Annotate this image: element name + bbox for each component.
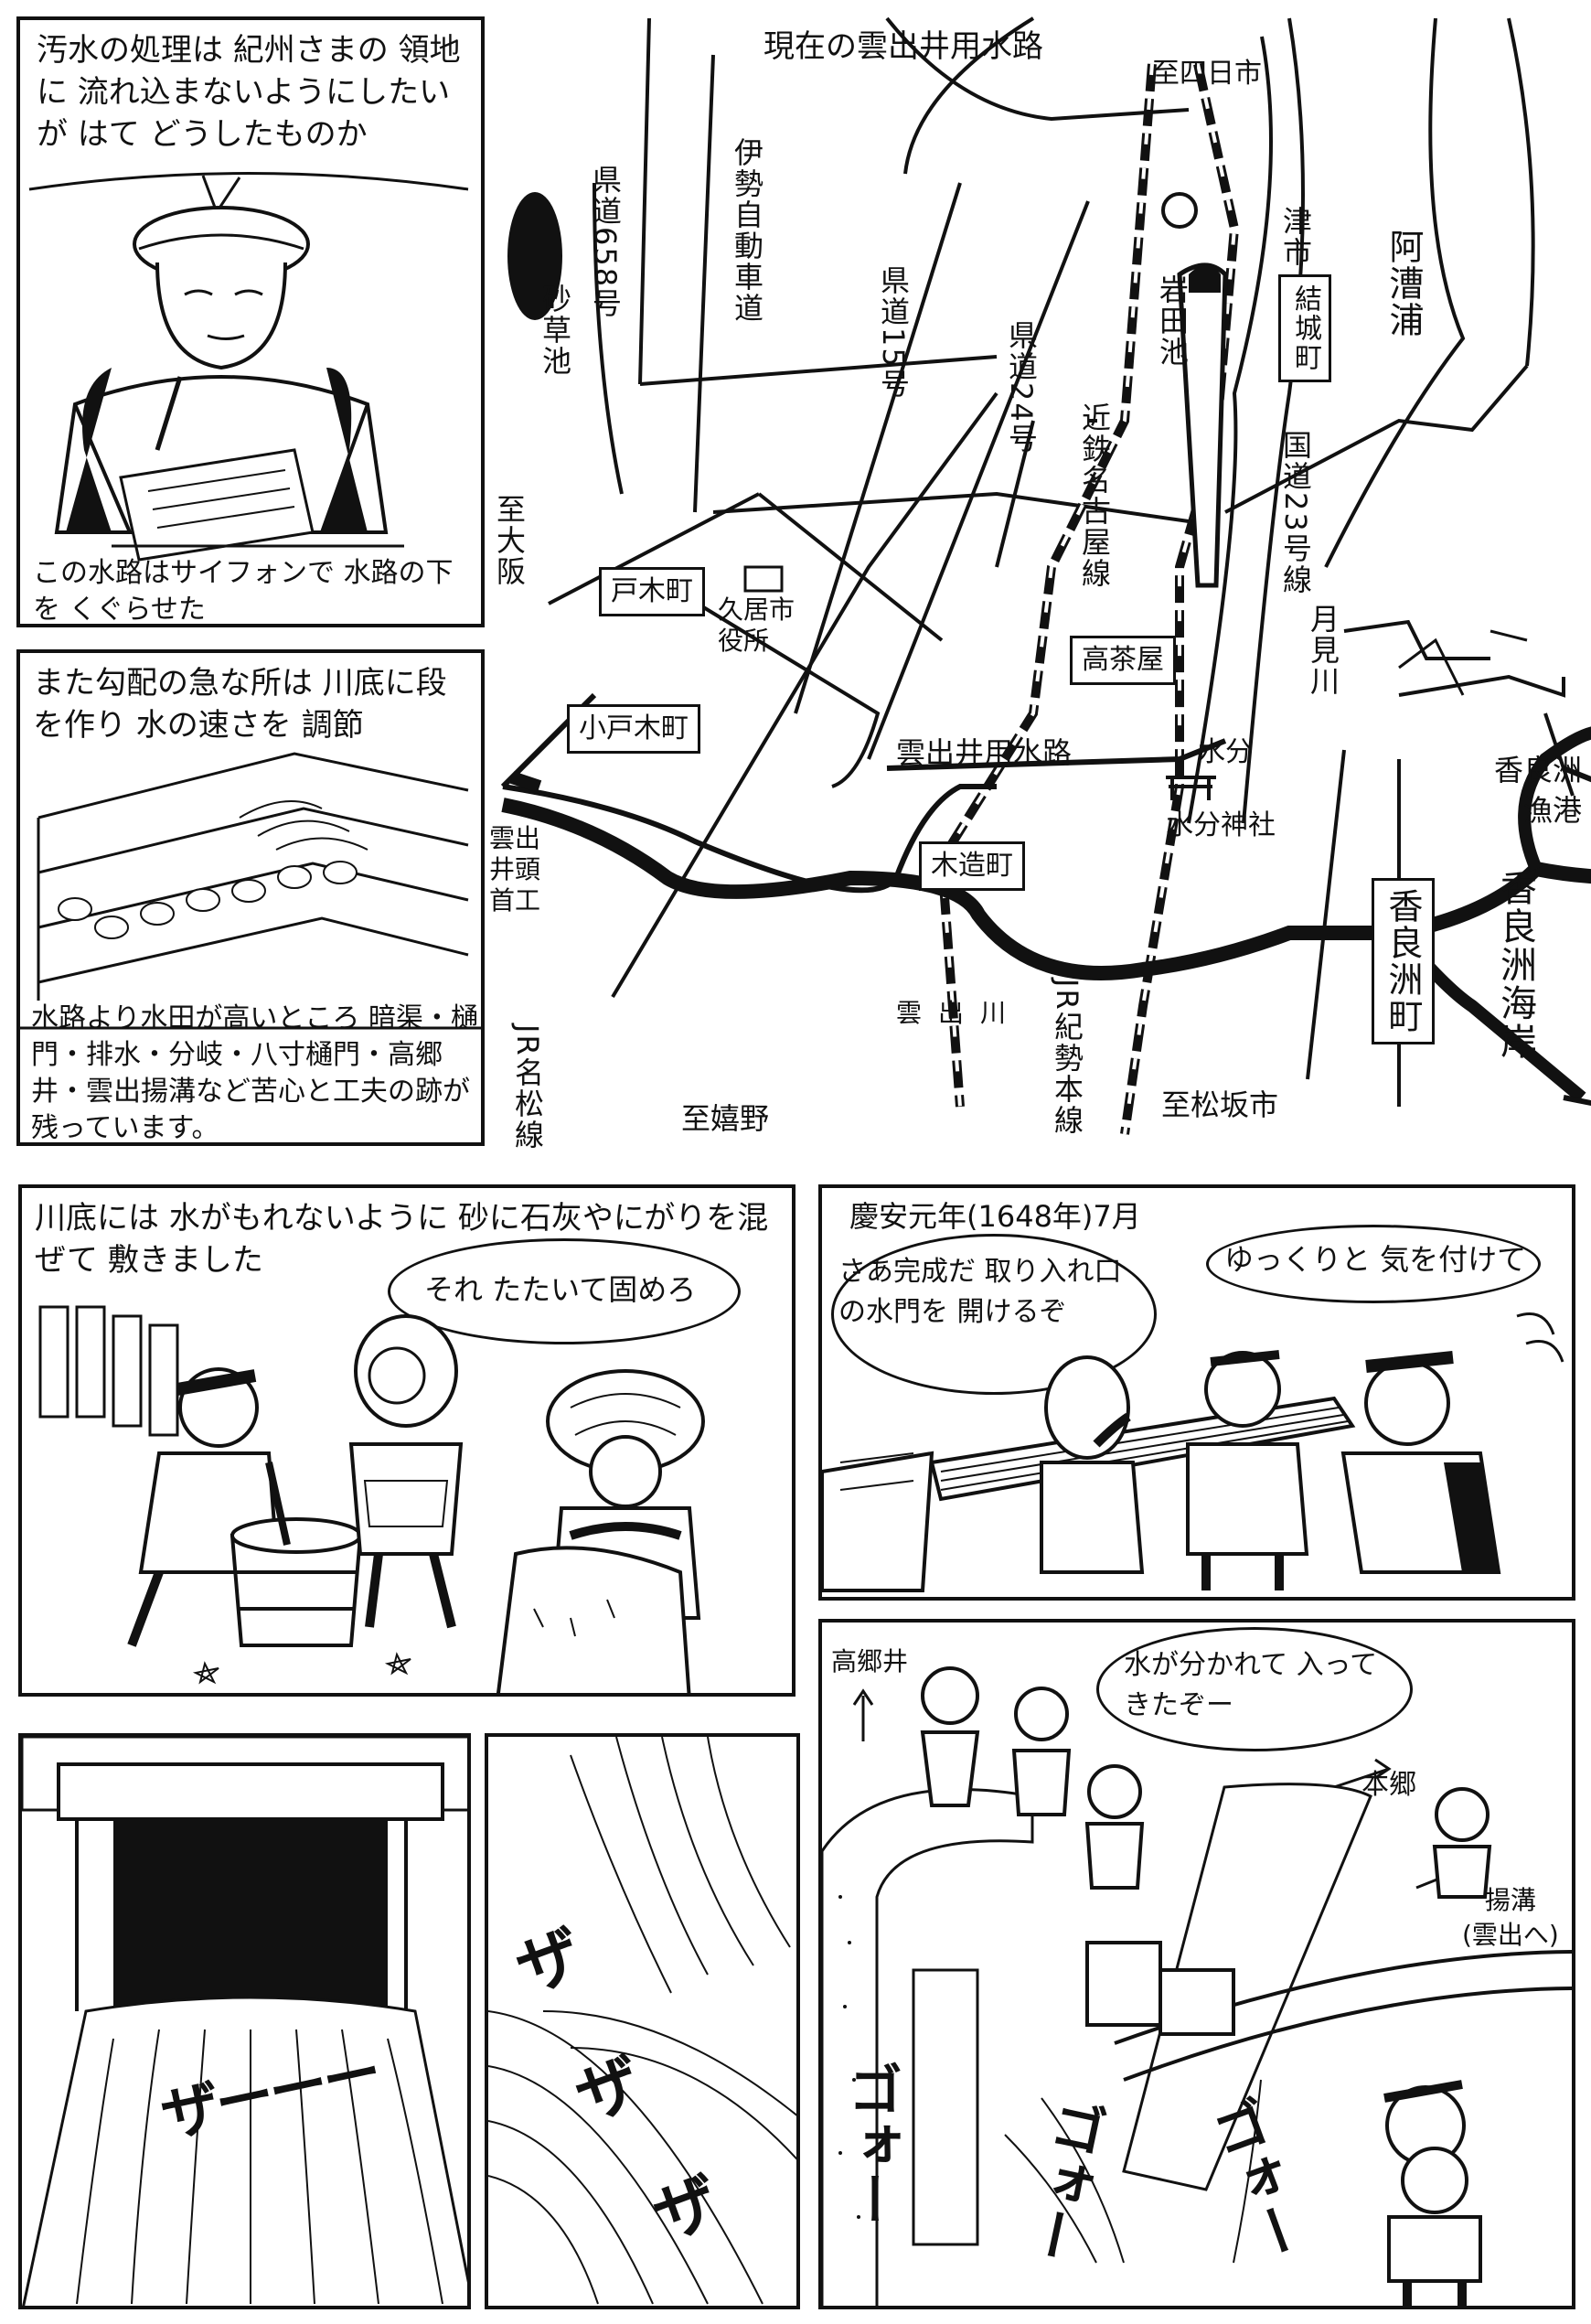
speech-bubble [388, 1238, 741, 1344]
map-title: 現在の雲出井用水路 [763, 28, 1043, 65]
label-route23: 国道23号線 [1278, 430, 1313, 595]
caption-text: この水路はサイフォンで 水路の下を くぐらせた [33, 557, 454, 626]
speech-text: 水が分かれて 入ってきたぞー [1124, 1649, 1378, 1721]
label-mizuwake-shrine: 水分神社 [1166, 809, 1276, 841]
label-to-ureshino: 至嬉野 [681, 1101, 770, 1136]
label-kizu-town: 木造町 [919, 841, 1025, 891]
splash-illustration [488, 1737, 796, 2305]
label-karasu-town: 香良洲町 [1372, 878, 1435, 1044]
map-drawing [500, 16, 1591, 1135]
label-kotoki-town: 小戸木町 [567, 704, 700, 754]
label-headworks: 雲出井頭首工 [489, 823, 541, 916]
diverging-water-illustration [822, 1666, 1572, 2306]
panel-1: 汚水の処理は 紀州さまの 領地に 流れ込まないようにしたいが はて どうしたもの… [16, 16, 485, 627]
label-ise-expressway: 伊勢自動車道 [730, 137, 764, 324]
label-yuki-town: 結城町 [1278, 274, 1331, 382]
label-takagoi: 高郷井 [831, 1646, 909, 1676]
label-akogiura: 阿漕浦 [1383, 229, 1424, 338]
panel-6: ザ ザ ザ [485, 1733, 800, 2309]
narration-text: また勾配の急な所は 川底に段を作り 水の速さを 調節 [33, 665, 447, 744]
panel-2: また勾配の急な所は 川底に段を作り 水の速さを 調節 水路より水田が高いところ … [16, 649, 485, 1146]
official-illustration [28, 172, 469, 562]
label-ken15: 県道15号 [876, 265, 911, 400]
label-sunakusa-pond: 砂草池 [538, 284, 572, 377]
label-jr-kisei: JR紀勢本線 [1050, 979, 1084, 1136]
label-to-yokkaichi: 至四日市 [1152, 58, 1262, 90]
label-canal: 雲出井用水路 [896, 735, 1073, 770]
label-kumozu-river: 雲出川 [896, 998, 1023, 1028]
workers-illustration [38, 1305, 705, 1693]
speech-text-2: ゆっくりと 気を付けて [1224, 1242, 1527, 1277]
label-tsu-city: 津市 [1278, 206, 1313, 268]
label-hisai-office: 久居市役所 [718, 594, 796, 656]
label-to-osaka: 至大阪 [492, 494, 527, 587]
label-to-matsusaka: 至松坂市 [1161, 1087, 1279, 1122]
label-takachaya: 高茶屋 [1070, 636, 1176, 685]
canal-map: 現在の雲出井用水路 至四日市 県道658号 伊勢自動車道 砂草池 県道15号 県… [485, 0, 1591, 1162]
caption-text: 水路より水田が高いところ 暗渠・樋門・排水・分岐・八寸樋門・高郷井・雲出揚溝など… [31, 1002, 478, 1144]
label-ken24: 県道24号 [1004, 320, 1039, 455]
speech-text: それ たたいて固めろ [424, 1272, 697, 1307]
label-jr-meisho: JR名松線 [510, 1024, 545, 1151]
speech-bubble-2 [1206, 1225, 1541, 1303]
label-karasu-coast: 香良洲海岸 [1494, 869, 1536, 1061]
panel-3: 川底には 水がもれないように 砂に石灰やにがりを混ぜて 敷きました それ たたい… [18, 1184, 796, 1697]
sluice-illustration [822, 1312, 1564, 1592]
panel-7: 高郷井 水が分かれて 入ってきたぞー 本郷 揚溝 (雲出へ) [818, 1619, 1575, 2309]
speech-bubble [1096, 1627, 1413, 1751]
speech-text-1: さあ完成だ 取り入れ口の水門を 開けるぞ [838, 1256, 1122, 1328]
narration-text: 汚水の処理は 紀州さまの 領地に 流れ込まないようにしたいが はて どうしたもの… [37, 32, 461, 153]
panel-4: 慶安元年(1648年)7月 さあ完成だ 取り入れ口の水門を 開けるぞ ゆっくりと… [818, 1184, 1575, 1601]
label-karasu-port: 香良洲漁港 [1493, 753, 1582, 828]
caption-text: 慶安元年(1648年)7月 [849, 1199, 1141, 1234]
label-ken658: 県道658号 [588, 165, 623, 320]
label-ageboru: 揚溝 (雲出へ) [1462, 1885, 1559, 1950]
sfx-text-1: ゴォー [838, 2062, 902, 2226]
label-iwata-pond: 岩田池 [1155, 274, 1190, 368]
label-tsukimi-river: 月見川 [1306, 604, 1340, 697]
panel-5: ザーーー [18, 1733, 471, 2309]
label-tosai-town: 戸木町 [599, 567, 705, 616]
label-kintetsu: 近鉄名古屋線 [1077, 402, 1112, 589]
narration-text: 川底には 水がもれないように 砂に石灰やにがりを混ぜて 敷きました [35, 1200, 769, 1279]
gate-gush-illustration [22, 1737, 467, 2306]
stepped-channel-illustration [20, 752, 481, 1030]
label-mizuwake: 水分 [1198, 736, 1253, 768]
